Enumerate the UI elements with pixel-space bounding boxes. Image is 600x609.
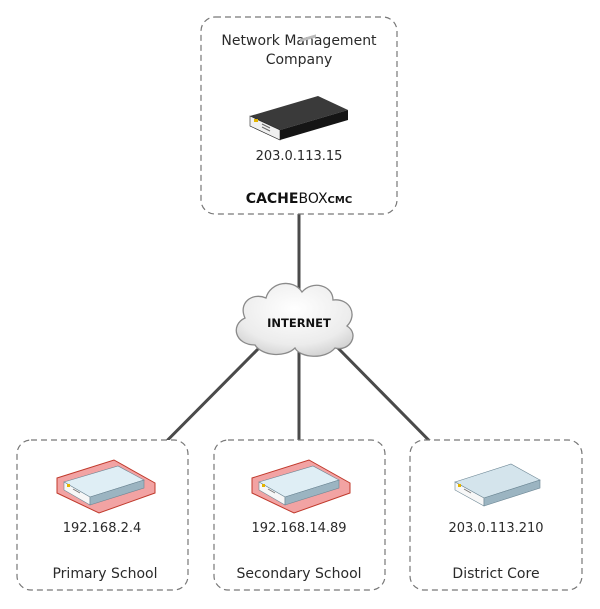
cloud-label: INTERNET [267, 316, 331, 330]
internet-cloud: INTERNET [235, 282, 354, 357]
site-ip: 192.168.2.4 [63, 521, 142, 536]
cachebox-device-icon [63, 465, 145, 506]
company-ip: 203.0.113.15 [256, 149, 343, 164]
brand-regular: BOX [298, 191, 327, 207]
cachebox-brand: CACHEBOXCMC [246, 191, 352, 207]
cachebox-device-icon [454, 463, 541, 507]
site-ip: 192.168.14.89 [251, 521, 346, 536]
site-box-border [409, 439, 583, 591]
site-name: Primary School [52, 566, 157, 582]
site-secondary-school: 192.168.14.89 Secondary School [213, 439, 386, 591]
management-company-box: Network Management Company 203.0.113.15 … [200, 16, 398, 215]
company-title-line1: Network Management [221, 33, 377, 49]
brand-suffix: CMC [328, 195, 353, 206]
cachebox-cmc-device-icon [249, 34, 348, 141]
company-title-line2: Company [266, 52, 333, 68]
brand-bold: CACHE [246, 191, 299, 207]
site-ip: 203.0.113.210 [448, 521, 543, 536]
cloud-icon [235, 282, 354, 357]
site-name: Secondary School [236, 566, 361, 582]
site-primary-school: 192.168.2.4 Primary School [16, 439, 189, 591]
site-name: District Core [452, 566, 539, 582]
site-district-core: 203.0.113.210 District Core [409, 439, 583, 591]
cachebox-device-icon [258, 465, 340, 506]
